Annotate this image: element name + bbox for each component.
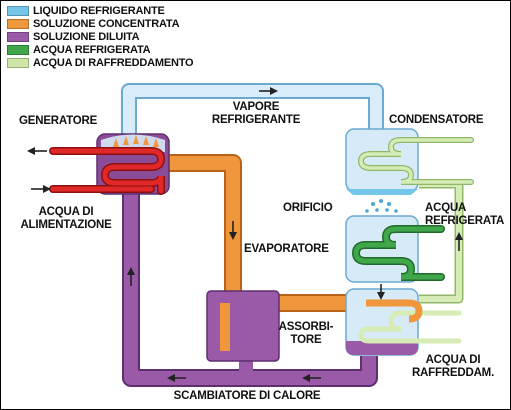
legend-swatch (7, 32, 29, 42)
concentrated-solution-pipe (166, 154, 366, 312)
feed-water-label: ACQUA DI ALIMENTAZIONE (20, 206, 112, 231)
legend-label: ACQUA DI RAFFREDDAMENTO (33, 57, 194, 69)
legend-item: ACQUA REFRIGERATA (7, 44, 151, 56)
legend-item: SOLUZIONE DILUITA (7, 31, 140, 43)
generator-vessel (49, 133, 170, 195)
legend-swatch (7, 58, 29, 68)
flow-arrows (27, 87, 463, 382)
legend-item: SOLUZIONE CONCENTRATA (7, 18, 180, 30)
orifice-spray (365, 199, 398, 213)
legend-swatch (7, 6, 29, 16)
legend-swatch (7, 45, 29, 55)
evaporator-label: EVAPORATORE (244, 243, 329, 255)
legend-label: ACQUA REFRIGERATA (33, 44, 151, 56)
absorber-vessel (345, 288, 462, 356)
absorber-label: ASSORBI- TORE (278, 321, 334, 346)
generator-label: GENERATORE (19, 115, 98, 127)
evaporator-vessel (345, 215, 445, 283)
chilled-water-label: ACQUA REFRIGERATA (425, 202, 505, 227)
legend-swatch (7, 19, 29, 29)
vapor-pipe (121, 83, 384, 134)
orifice-label: ORIFICIO (283, 202, 333, 214)
legend-label: SOLUZIONE DILUITA (33, 31, 140, 43)
heat-exchanger-box (206, 290, 280, 362)
condenser-vessel (345, 128, 474, 195)
legend-label: LIQUIDO REFRIGERANTE (33, 5, 165, 17)
legend-label: SOLUZIONE CONCENTRATA (33, 18, 180, 30)
vapor-label: VAPORE REFRIGERANTE (211, 101, 301, 126)
condenser-label: CONDENSATORE (389, 114, 484, 126)
cooling-water-label: ACQUA DI RAFFREDDAM. (411, 354, 495, 379)
heat-exchanger-label: SCAMBIATORE DI CALORE (173, 390, 321, 402)
legend-item: ACQUA DI RAFFREDDAMENTO (7, 57, 194, 69)
legend-item: LIQUIDO REFRIGERANTE (7, 5, 165, 17)
